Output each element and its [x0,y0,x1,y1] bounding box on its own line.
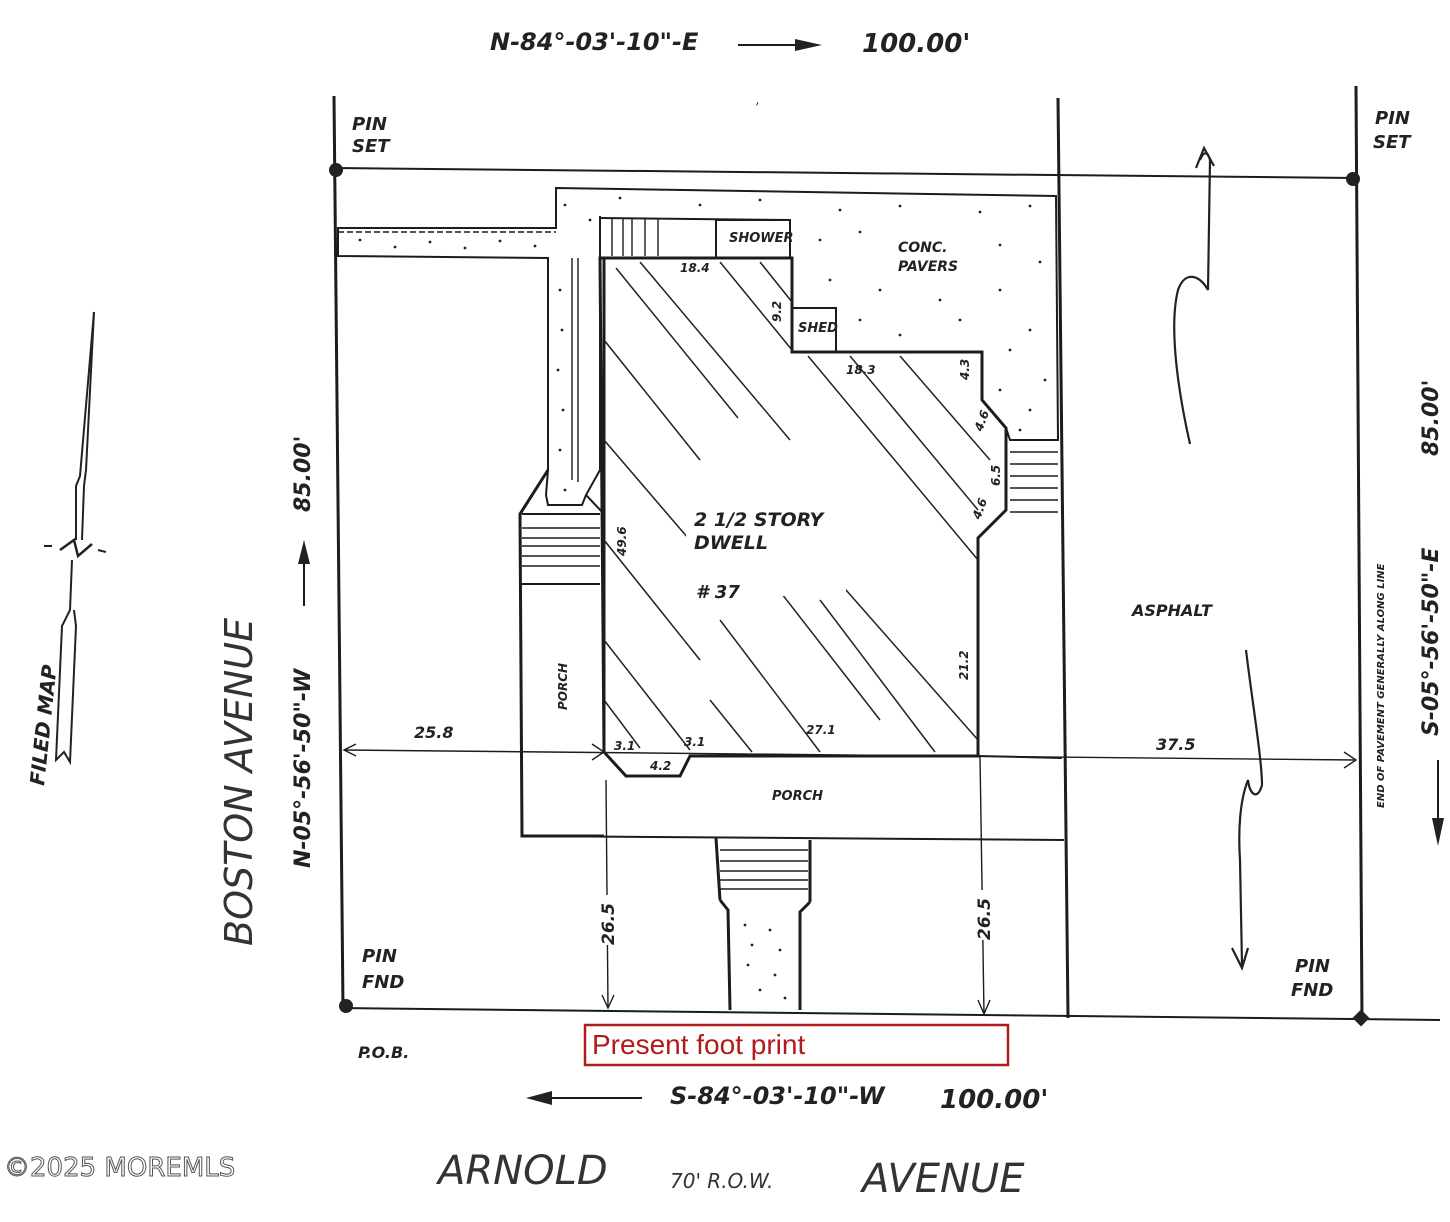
dim-east-wall: 21.2 [957,650,971,680]
dim-south-wall: 27.1 [806,723,836,737]
pob-label: P.O.B. [358,1043,409,1062]
dim-step-c: 4.6 [969,496,990,522]
front-steps-walk [714,837,812,1011]
south-street-row: 70' R.O.W. [670,1169,773,1193]
dim-shed-offset: 9.2 [770,301,784,322]
dim-step-a: 4.3 [958,359,972,381]
present-footprint-label: Present foot print [592,1029,805,1060]
dim-bay-left: 3.1 [614,739,635,753]
dim-mid-wall: 18.3 [846,363,876,377]
sw-pin-label-2: FND [362,972,404,993]
west-street-label: BOSTON AVENUE [217,618,261,946]
pin-set-nw-icon [329,163,343,177]
dim-setback-east: 37.5 [1156,735,1195,754]
east-distance-label: 85.00' [1419,380,1444,456]
shower-label: SHOWER [729,231,794,246]
dim-top-wall: 18.4 [680,261,710,275]
east-bearing-label: S-05°-56'-50"-E [1419,548,1444,736]
pin-fnd-se-icon [1352,1009,1370,1027]
dwelling-label-1: 2 1/2 STORY [694,509,826,531]
dim-setback-west: 25.8 [414,723,453,742]
west-distance-label: 85.00' [291,436,316,512]
south-bearing-label: S-84°-03'-10"-W [670,1082,886,1110]
property-boundary [332,85,1441,1021]
hand-drawn-arrow-up-icon [1173,145,1215,445]
sw-pin-label-1: PIN [362,946,397,967]
north-arrow-icon [44,311,107,766]
dim-step-b: 4.6 [971,408,992,434]
se-pin-label-1: PIN [1295,956,1330,977]
dim-front-setback-right: 26.5 [975,898,995,940]
nw-pin-label-2: SET [352,136,391,157]
asphalt-label: ASPHALT [1130,601,1213,620]
side-porch-label: PORCH [556,663,570,710]
west-bearing-label: N-05°-56'-50"-W [291,667,316,868]
side-porch [518,469,605,838]
dwelling-label-2: DWELL [694,532,768,554]
front-porch-label: PORCH [772,789,823,804]
pavers-label-2: PAVERS [898,259,958,275]
dim-front-setback-left: 26.5 [599,903,619,945]
house-number-label: # 37 [696,582,740,603]
shed-label: SHED [798,321,838,336]
south-street-name-2: AVENUE [859,1156,1025,1202]
south-street-name-1: ARNOLD [435,1148,608,1194]
ne-pin-label-2: SET [1373,132,1412,153]
dim-bay-mid: 4.2 [649,759,671,773]
arrow-up-icon [298,540,310,606]
pavers-label-1: CONC. [898,240,948,256]
svg-text:,: , [756,93,760,107]
side-steps [1010,439,1058,513]
present-footprint-annotation: Present foot print [583,1023,1010,1067]
pin-set-ne-icon [1346,172,1360,186]
arrow-right-icon [738,39,822,51]
shed: SHED [791,307,838,353]
concrete-pavers-area [337,186,1060,506]
filed-map-label: FILED MAP [25,663,62,786]
dim-west-wall: 49.6 [615,526,629,557]
arrow-down-icon [1432,760,1444,846]
north-bearing-label: N-84°-03'-10"-E [490,28,699,56]
dim-stair-len: 6.5 [989,465,1003,486]
pin-fnd-sw-icon [339,999,353,1013]
nw-pin-label-1: PIN [352,114,387,135]
arrow-left-icon [526,1091,642,1105]
se-pin-label-2: FND [1291,980,1333,1001]
north-distance-label: 100.00' [862,29,970,59]
ne-pin-label-1: PIN [1375,108,1410,129]
watermark-text: ©2025 MOREMLS [4,1153,235,1183]
hand-drawn-arrow-down-icon [1231,649,1264,971]
pavement-note: END OF PAVEMENT GENERALLY ALONG LINE [1376,563,1387,808]
dwelling-footprint [598,256,1058,778]
setback-dimension-lines [342,743,1358,1016]
shower: SHOWER [715,219,794,259]
south-distance-label: 100.00' [940,1085,1048,1115]
dim-bay-right: 3.1 [684,735,705,749]
